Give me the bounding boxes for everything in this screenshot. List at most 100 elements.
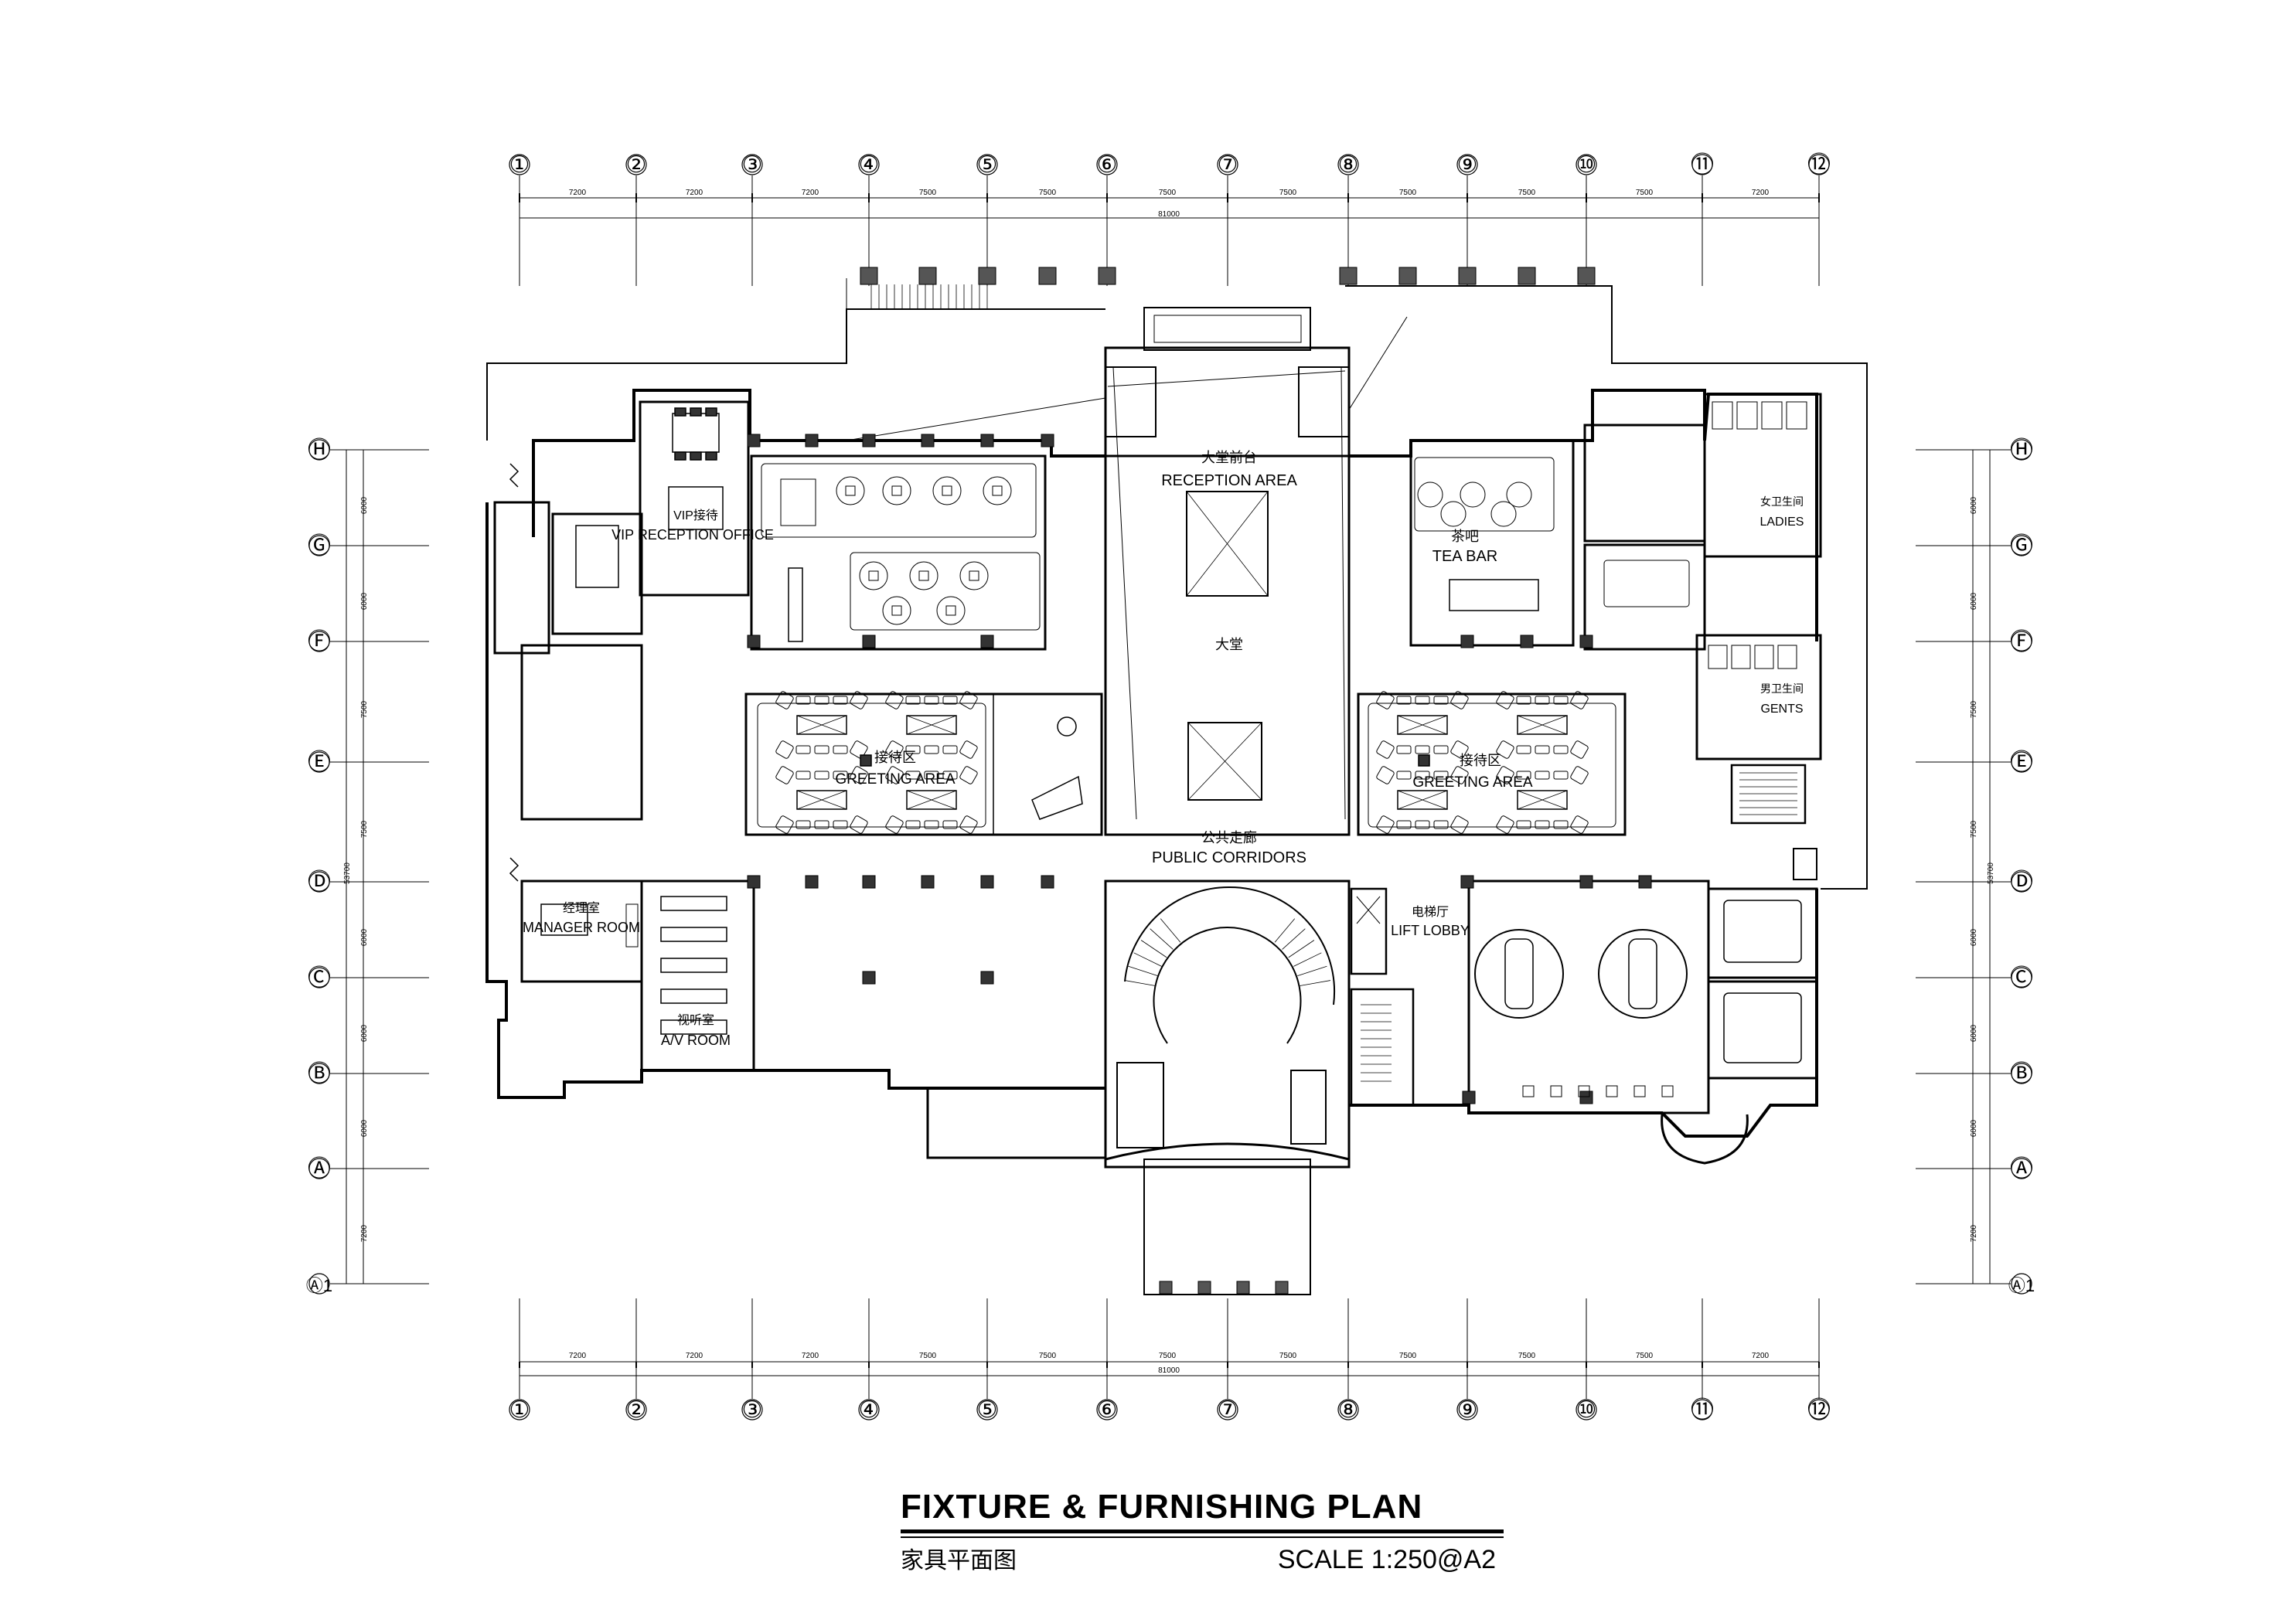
structural-column <box>921 434 935 447</box>
col-2-top: ② <box>626 152 647 178</box>
table-diag <box>1517 715 1568 735</box>
armchair <box>1570 766 1589 784</box>
car-body <box>1504 938 1534 1009</box>
stair-step <box>1288 940 1315 958</box>
column-post <box>860 267 878 285</box>
stair-step <box>1133 952 1162 967</box>
grid-bubble-col-bottom <box>858 1399 880 1421</box>
dim-left-3: 7500 <box>360 700 369 718</box>
grid-bubble-col-top <box>858 154 880 175</box>
armchair <box>885 691 904 709</box>
lounge-side-table <box>942 485 952 496</box>
coffee-table <box>796 790 847 810</box>
dim-left-2: 6000 <box>360 592 369 610</box>
vip-desk <box>668 486 724 530</box>
drawing-subtitle-cn: 家具平面图 <box>901 1547 1017 1574</box>
grid-bubble-col-bottom <box>1808 1399 1830 1421</box>
row-d-right: Ⓓ <box>2010 869 2033 895</box>
ladies-cn-label: 女卫生间 <box>1760 495 1804 508</box>
armchair <box>1376 766 1395 784</box>
tea-seat-group <box>1490 501 1517 527</box>
sofa-cushion <box>814 745 829 754</box>
col-1-top: ① <box>509 152 530 178</box>
lounge-side-table <box>868 570 879 581</box>
grid-bubble-col-top <box>741 154 763 175</box>
structural-column <box>747 434 761 447</box>
lift-diag <box>1356 896 1381 924</box>
service-lift <box>1793 848 1817 880</box>
dim-right-8: 7200 <box>1970 1224 1978 1242</box>
column-post <box>1577 267 1596 285</box>
col-9-bottom: ⑨ <box>1457 1397 1478 1423</box>
display-bottle <box>1031 775 1083 820</box>
grid-bubble-row-left <box>308 871 330 893</box>
dim-bottom-11: 7200 <box>1752 1352 1770 1360</box>
left-room-3 <box>520 644 643 821</box>
dim-right-4: 7500 <box>1970 820 1978 838</box>
grid-bubble-row-left <box>308 631 330 652</box>
structural-column <box>1462 1091 1476 1104</box>
title-subline: 家具平面图 SCALE 1:250@A2 <box>901 1541 1504 1575</box>
title-underline-thin <box>901 1536 1504 1538</box>
stair-step <box>1282 928 1306 950</box>
armchair <box>850 815 868 834</box>
manager-room-cn-label: 经理室 <box>563 901 600 915</box>
grid-bubble-col-top <box>1096 154 1118 175</box>
door-swing <box>509 463 519 488</box>
col-1-bottom: ① <box>509 1397 530 1423</box>
tea-bar-cn-label: 茶吧 <box>1451 529 1479 544</box>
row-bubbles-left: Ⓗ Ⓖ Ⓕ Ⓔ Ⓓ Ⓒ Ⓑ Ⓐ Ⓐ1 <box>306 437 332 1295</box>
column-post <box>918 267 937 285</box>
grid-bubble-row-left <box>308 1158 330 1179</box>
dim-top-2: 7200 <box>686 189 703 197</box>
gents-stall <box>1754 645 1774 669</box>
structural-column <box>747 635 761 648</box>
sofa-cushion <box>905 696 921 705</box>
lounge-room-left <box>750 454 1047 651</box>
sofa-cushion <box>1553 820 1569 829</box>
stair-step <box>1297 965 1327 977</box>
armchair <box>775 740 794 759</box>
greeting-area-right-cn-label: 接待区 <box>1460 753 1501 768</box>
entrance-canopy-north <box>1104 346 1351 458</box>
south-post <box>1236 1281 1250 1295</box>
grid-bubble-row-right <box>2011 1063 2032 1084</box>
col-11-bottom: ⑪ <box>1691 1397 1714 1423</box>
armchair <box>850 766 868 784</box>
dimension-labels-right: 6000 6000 7500 7500 6000 6000 6000 7200 … <box>1970 496 1995 1242</box>
structural-column <box>980 875 994 889</box>
grid-bubble-row-right <box>2011 751 2032 773</box>
armchair <box>959 740 978 759</box>
east-stair <box>1350 988 1415 1107</box>
grid-bubble-col-bottom <box>1096 1399 1118 1421</box>
manager-cabinet <box>625 903 639 948</box>
structural-column <box>1520 635 1534 648</box>
vip-reception-cn-label: VIP接待 <box>673 509 718 522</box>
dim-top-4: 7500 <box>919 189 937 197</box>
grid-bubble-col-bottom <box>1217 1399 1238 1421</box>
sofa-cushion <box>814 696 829 705</box>
manager-room-label: MANAGER ROOM <box>523 920 640 935</box>
sofa-cushion <box>1396 771 1412 780</box>
outer-site-line-right <box>1345 285 1868 890</box>
column-post <box>1518 267 1536 285</box>
dim-bottom-4: 7500 <box>919 1352 937 1360</box>
row-a-left: Ⓐ <box>308 1156 331 1182</box>
dim-top-3: 7200 <box>802 189 819 197</box>
structural-column <box>1460 635 1474 648</box>
dim-top-total: 81000 <box>1158 210 1180 219</box>
grid-bubble-row-left <box>308 967 330 988</box>
wall-west-south <box>485 502 1105 1099</box>
grid-bubble-row-right <box>2011 535 2032 556</box>
column-bubbles-top: ① ② ③ ④ ⑤ ⑥ ⑦ ⑧ ⑨ ⑩ ⑪ ⑫ <box>509 152 1831 178</box>
col-3-top: ③ <box>742 152 763 178</box>
greeting-rug-right <box>1368 703 1616 828</box>
public-corridors-label: PUBLIC CORRIDORS <box>1152 849 1306 866</box>
dim-top-6: 7500 <box>1159 189 1177 197</box>
row-c-left: Ⓒ <box>308 965 331 991</box>
structural-column <box>862 875 876 889</box>
greeting-area-right-label: GREETING AREA <box>1412 774 1533 791</box>
armchair <box>1496 815 1514 834</box>
column-post <box>1098 267 1116 285</box>
structural-column <box>980 434 994 447</box>
